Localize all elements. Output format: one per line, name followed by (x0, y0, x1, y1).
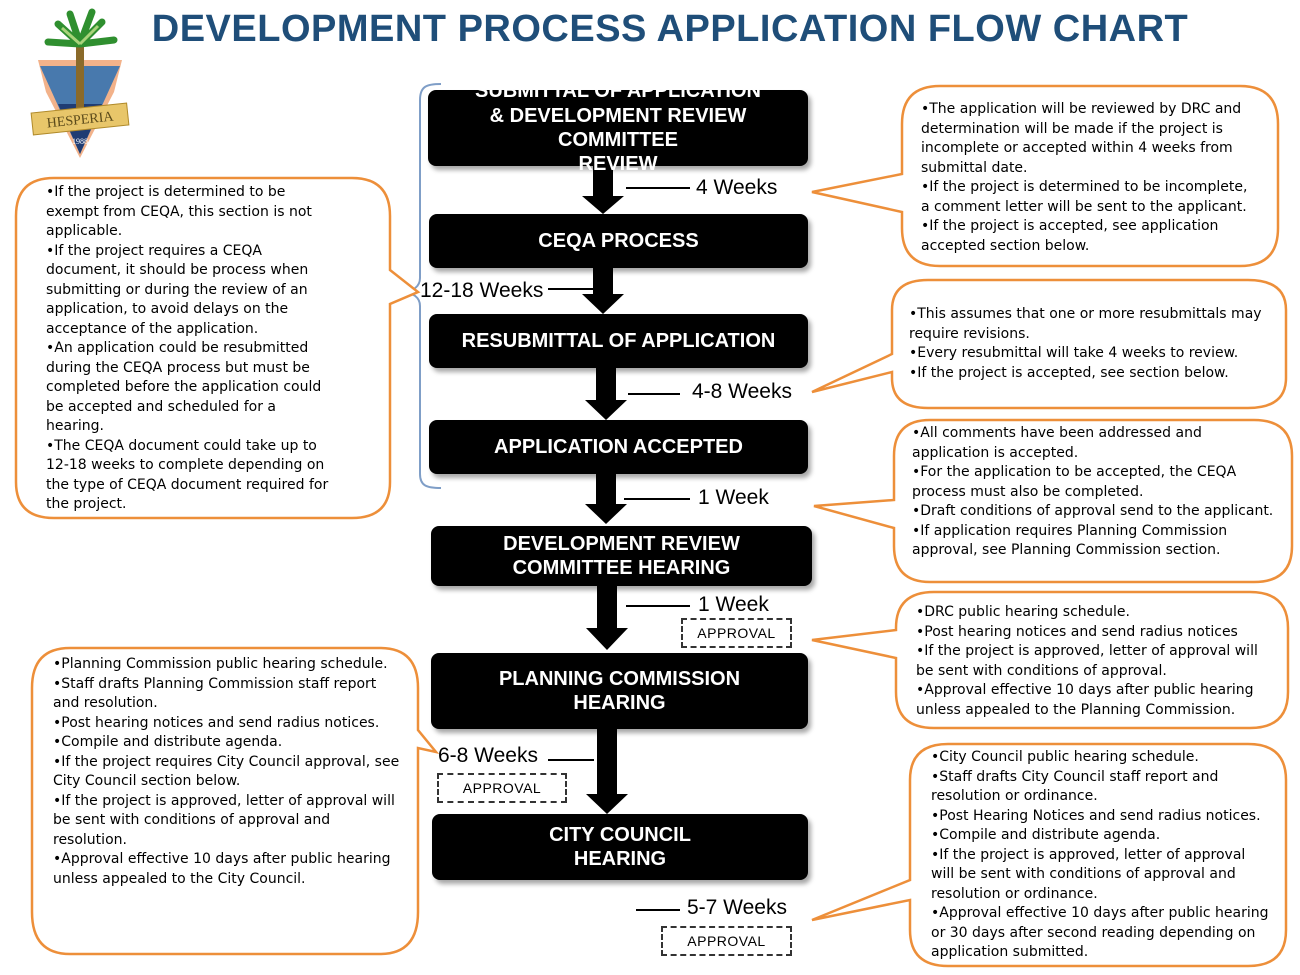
note-accepted-item: •For the application to be accepted, the… (912, 464, 1237, 500)
note-planning-item: •Compile and distribute agenda. (53, 734, 283, 750)
duration-planning: 6-8 Weeks (438, 744, 538, 767)
note-accepted: •All comments have been addressed and ap… (912, 424, 1277, 561)
note-resubmittal-item: •This assumes that one or more resubmitt… (909, 306, 1262, 342)
arrow-2 (582, 268, 624, 314)
arrow-4 (585, 472, 627, 524)
note-ceqa-item: •An application could be resubmitted dur… (46, 340, 322, 434)
note-submittal-item: •The application will be reviewed by DRC… (921, 101, 1242, 176)
step-resubmittal: RESUBMITTAL OF APPLICATION (429, 314, 808, 368)
note-submittal-item: •If the project is determined to be inco… (921, 179, 1248, 215)
note-planning-item: •Staff drafts Planning Commission staff … (53, 675, 377, 712)
page-title: DEVELOPMENT PROCESS APPLICATION FLOW CHA… (151, 8, 1189, 50)
note-planning-item: •Approval effective 10 days after public… (53, 851, 391, 887)
note-accepted-item: •Draft conditions of approval send to th… (912, 503, 1274, 519)
note-drc-item: •If the project is approved, letter of a… (916, 643, 1258, 679)
step-submittal: SUBMITTAL OF APPLICATION & DEVELOPMENT R… (428, 80, 808, 175)
note-drc: •DRC public hearing schedule. •Post hear… (916, 603, 1268, 720)
callout-planning-bubble (30, 646, 440, 956)
approval-council: APPROVAL (661, 926, 792, 956)
note-submittal: •The application will be reviewed by DRC… (921, 100, 1251, 256)
note-drc-item: •Post hearing notices and send radius no… (916, 623, 1238, 640)
step-accepted: APPLICATION ACCEPTED (429, 420, 808, 474)
note-ceqa: •If the project is determined to be exem… (46, 183, 336, 515)
step-council-hearing: CITY COUNCIL HEARING (432, 814, 808, 880)
note-resubmittal-item: •If the project is accepted, see section… (909, 364, 1229, 381)
note-ceqa-item: •If the project requires a CEQA document… (46, 242, 309, 337)
callout-council-bubble (811, 742, 1288, 968)
callout-submittal-bubble (811, 84, 1280, 268)
note-council-item: •City Council public hearing schedule. (931, 749, 1199, 765)
note-planning-item: •Planning Commission public hearing sche… (53, 656, 388, 672)
arrow-5 (586, 586, 628, 650)
note-council: •City Council public hearing schedule. •… (931, 748, 1271, 963)
note-planning: •Planning Commission public hearing sche… (53, 655, 401, 889)
duration-resubmittal: 4-8 Weeks (692, 380, 792, 403)
callout-resubmittal-bubble (811, 278, 1288, 410)
note-council-item: •Approval effective 10 days after public… (931, 905, 1269, 960)
arrow-1 (582, 166, 624, 214)
approval-drc: APPROVAL (681, 618, 792, 648)
logo-year: 1988 (72, 137, 88, 146)
note-submittal-item: •If the project is accepted, see applica… (921, 218, 1219, 254)
note-ceqa-item: •If the project is determined to be exem… (46, 184, 312, 239)
callout-ceqa-bubble (14, 176, 421, 520)
callout-drc-bubble (811, 590, 1290, 730)
note-council-item: •Staff drafts City Council staff report … (931, 768, 1219, 805)
hesperia-logo: HESPERIA 1988 (18, 4, 142, 167)
note-council-item: •Post Hearing Notices and send radius no… (931, 807, 1261, 824)
arrow-3 (585, 366, 627, 420)
callout-accepted-bubble (813, 418, 1294, 584)
duration-drc: 1 Week (698, 593, 769, 616)
duration-submittal: 4 Weeks (696, 176, 778, 199)
duration-accepted: 1 Week (698, 486, 769, 509)
note-resubmittal-item: •Every resubmittal will take 4 weeks to … (909, 345, 1239, 361)
note-drc-item: •Approval effective 10 days after public… (916, 682, 1254, 718)
note-planning-item: •If the project is approved, letter of a… (53, 792, 395, 848)
logo-text: HESPERIA (46, 109, 115, 131)
step-planning-hearing: PLANNING COMMISSION HEARING (431, 653, 808, 729)
approval-planning: APPROVAL (437, 773, 567, 803)
duration-council: 5-7 Weeks (687, 896, 787, 919)
note-planning-item: •If the project requires City Council ap… (53, 753, 400, 790)
note-council-item: •If the project is approved, letter of a… (931, 846, 1246, 902)
note-council-item: •Compile and distribute agenda. (931, 827, 1161, 843)
arrow-6 (586, 728, 628, 814)
note-accepted-item: •All comments have been addressed and ap… (912, 425, 1202, 461)
duration-ceqa: 12-18 Weeks (420, 279, 544, 302)
note-drc-item: •DRC public hearing schedule. (916, 604, 1130, 620)
note-planning-item: •Post hearing notices and send radius no… (53, 714, 380, 731)
note-accepted-item: •If application requires Planning Commis… (912, 522, 1228, 559)
step-drc-hearing: DEVELOPMENT REVIEW COMMITTEE HEARING (431, 526, 812, 586)
note-resubmittal: •This assumes that one or more resubmitt… (909, 305, 1269, 383)
step-ceqa: CEQA PROCESS (429, 214, 808, 268)
note-ceqa-item: •The CEQA document could take up to 12-1… (46, 437, 329, 513)
